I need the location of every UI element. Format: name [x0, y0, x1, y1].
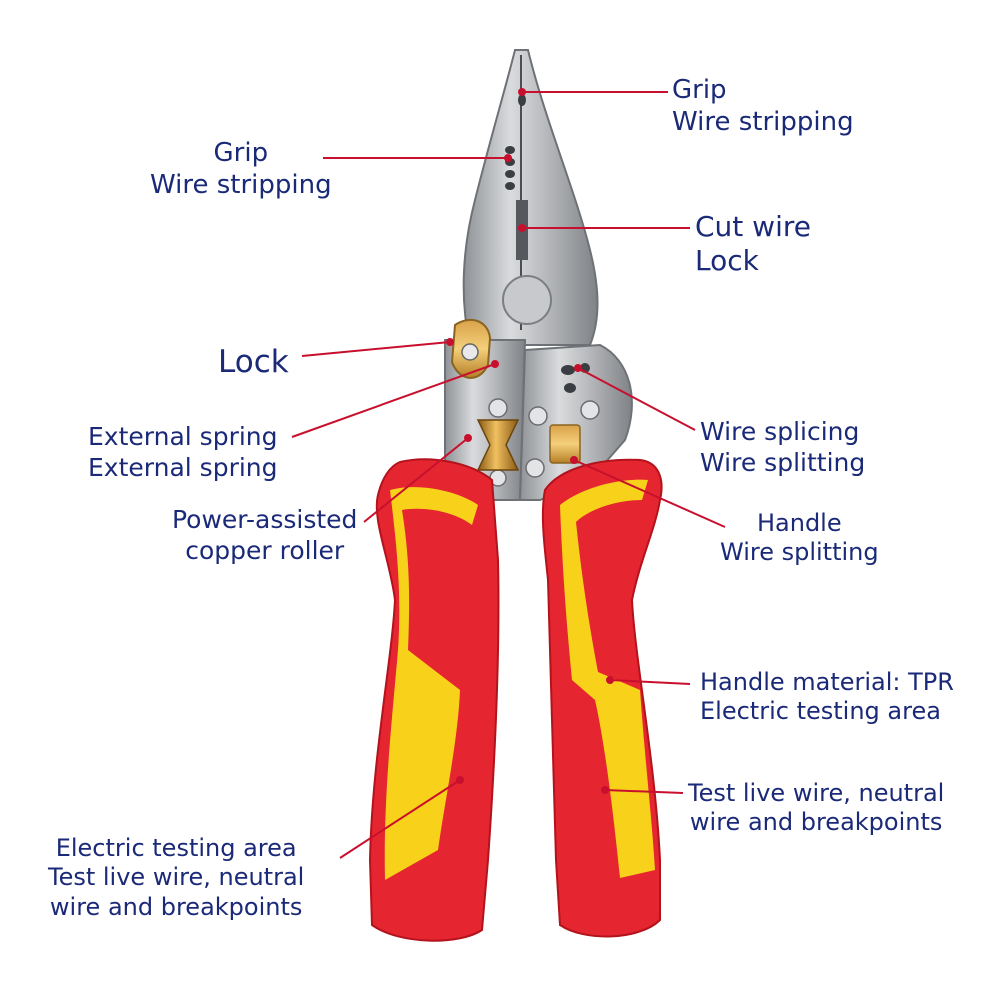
leader-lock	[301, 341, 451, 357]
lock-rivet	[461, 343, 479, 361]
rivet-bottom	[525, 458, 545, 478]
leader-test-left	[339, 779, 461, 859]
label-line: Electric testing area	[700, 697, 941, 726]
label-line: Wire stripping	[150, 169, 332, 200]
label-external-spring: External spring External spring	[88, 422, 278, 483]
label-grip-right: Grip Wire stripping	[672, 75, 854, 138]
steel-jaws	[462, 49, 599, 346]
label-line: wire and breakpoints	[689, 808, 943, 837]
label-line: copper roller	[185, 535, 345, 565]
pivot-plate	[502, 275, 552, 325]
leader-handle	[573, 459, 726, 528]
label-grip-left: Grip Wire stripping	[150, 138, 332, 201]
label-line: Lock	[695, 244, 759, 278]
left-handle	[368, 458, 500, 942]
jaw-body	[462, 49, 599, 346]
copper-roller	[476, 419, 520, 471]
label-line: Test live wire, neutral	[688, 779, 945, 807]
leader-roller	[363, 437, 469, 523]
label-handle-material: Handle material: TPR Electric testing ar…	[700, 668, 954, 727]
label-line: Electric testing area	[55, 834, 297, 862]
label-line: Wire splitting	[700, 447, 866, 477]
label-copper-roller: Power-assisted copper roller	[172, 505, 357, 566]
label-line: Wire splitting	[720, 538, 879, 567]
label-line: External spring	[88, 452, 278, 482]
leader-lines	[291, 88, 726, 859]
label-line: Wire stripping	[672, 106, 854, 137]
label-test-live-wire-right: Test live wire, neutral wire and breakpo…	[688, 779, 944, 838]
leader-material	[609, 679, 691, 685]
label-line: Handle	[756, 509, 842, 537]
stripping-holes	[505, 94, 526, 190]
rivet-top-left	[488, 398, 508, 418]
label-line: Power-assisted	[172, 505, 358, 534]
leader-test-right	[604, 789, 684, 794]
label-line: Grip	[213, 138, 269, 168]
label-line: Wire splicing	[700, 417, 860, 446]
label-line: Lock	[218, 344, 289, 380]
leader-spring	[291, 363, 496, 438]
brass-knurl	[549, 424, 581, 464]
left-handle-yellow-stripe	[384, 487, 478, 880]
label-line: Handle material: TPR	[700, 668, 954, 696]
right-handle	[541, 458, 663, 938]
label-cut-wire: Cut wire Lock	[695, 210, 811, 278]
label-lock: Lock	[218, 344, 289, 382]
label-line: Test live wire, neutral	[48, 863, 305, 892]
label-line: Grip	[672, 75, 727, 105]
leader-splicing	[577, 367, 696, 431]
label-wire-splicing: Wire splicing Wire splitting	[700, 417, 865, 478]
label-line: wire and breakpoints	[49, 892, 303, 921]
label-handle: Handle Wire splitting	[720, 509, 879, 568]
label-line: Cut wire	[695, 210, 811, 243]
rivet-mid	[528, 406, 548, 426]
label-electric-testing-left: Electric testing area Test live wire, ne…	[48, 834, 304, 922]
rivet-right	[580, 400, 600, 420]
label-line: External spring	[88, 422, 278, 451]
